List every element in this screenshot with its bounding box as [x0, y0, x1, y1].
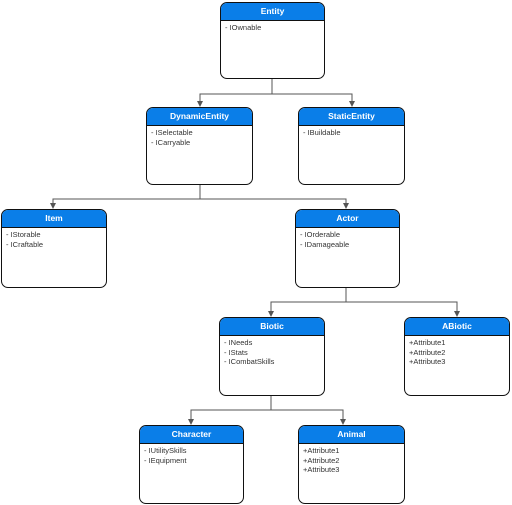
- class-abiotic[interactable]: ABiotic +Attribute1 +Attribute2 +Attribu…: [404, 317, 510, 396]
- class-member: - IBuildable: [303, 128, 341, 137]
- connector-dynamicentity-actor: [200, 198, 349, 209]
- connector-dynamicentity-item: [50, 185, 201, 209]
- class-character-name: Character: [140, 426, 243, 444]
- class-member: - IUtilitySkills: [144, 446, 187, 455]
- class-member: - ICarryable: [151, 137, 191, 147]
- class-member: +Attribute3: [409, 357, 446, 366]
- class-dynamic-entity-members: - ISelectable - ICarryable: [147, 126, 252, 149]
- class-static-entity-members: - IBuildable: [299, 126, 404, 140]
- class-member: - ICraftable: [6, 239, 44, 249]
- class-item-name: Item: [2, 210, 106, 228]
- class-dynamic-entity-name: DynamicEntity: [147, 108, 252, 126]
- class-biotic-members: - INeeds - IStats - ICombatSkills: [220, 336, 324, 369]
- class-static-entity-name: StaticEntity: [299, 108, 404, 126]
- connector-entity-dynamicentity: [197, 79, 273, 107]
- class-member: +Attribute1: [303, 446, 340, 455]
- class-biotic-name: Biotic: [220, 318, 324, 336]
- class-abiotic-name: ABiotic: [405, 318, 509, 336]
- class-member: +Attribute2: [303, 455, 340, 465]
- class-member: - IEquipment: [144, 455, 187, 465]
- class-character[interactable]: Character - IUtilitySkills - IEquipment: [139, 425, 244, 504]
- class-member: - INeeds: [224, 338, 253, 347]
- class-entity[interactable]: Entity - IOwnable: [220, 2, 325, 79]
- class-member: - IDamageable: [300, 239, 350, 249]
- class-entity-name: Entity: [221, 3, 324, 21]
- class-member: - ICombatSkills: [224, 357, 275, 366]
- class-member: - IOrderable: [300, 230, 341, 239]
- class-character-members: - IUtilitySkills - IEquipment: [140, 444, 243, 467]
- class-animal-name: Animal: [299, 426, 404, 444]
- class-member: - ISelectable: [151, 128, 193, 137]
- class-member: - IStats: [224, 347, 248, 357]
- class-actor[interactable]: Actor - IOrderable - IDamageable: [295, 209, 400, 288]
- class-member: +Attribute1: [409, 338, 446, 347]
- class-member: - IStorable: [6, 230, 41, 239]
- class-abiotic-members: +Attribute1 +Attribute2 +Attribute3: [405, 336, 509, 369]
- class-item[interactable]: Item - IStorable - ICraftable: [1, 209, 107, 288]
- class-biotic[interactable]: Biotic - INeeds - IStats - ICombatSkills: [219, 317, 325, 396]
- class-actor-name: Actor: [296, 210, 399, 228]
- class-animal[interactable]: Animal +Attribute1 +Attribute2 +Attribut…: [298, 425, 405, 504]
- class-animal-members: +Attribute1 +Attribute2 +Attribute3: [299, 444, 404, 477]
- connector-entity-staticentity: [272, 93, 355, 107]
- connector-actor-abiotic: [346, 301, 460, 317]
- class-member: - IOwnable: [225, 23, 262, 32]
- class-member: +Attribute2: [409, 347, 446, 357]
- class-item-members: - IStorable - ICraftable: [2, 228, 106, 251]
- connector-actor-biotic: [268, 288, 347, 317]
- connector-biotic-character: [188, 396, 272, 425]
- class-static-entity[interactable]: StaticEntity - IBuildable: [298, 107, 405, 185]
- class-entity-members: - IOwnable: [221, 21, 324, 35]
- connector-biotic-animal: [271, 409, 346, 425]
- class-actor-members: - IOrderable - IDamageable: [296, 228, 399, 251]
- class-dynamic-entity[interactable]: DynamicEntity - ISelectable - ICarryable: [146, 107, 253, 185]
- class-member: +Attribute3: [303, 465, 340, 474]
